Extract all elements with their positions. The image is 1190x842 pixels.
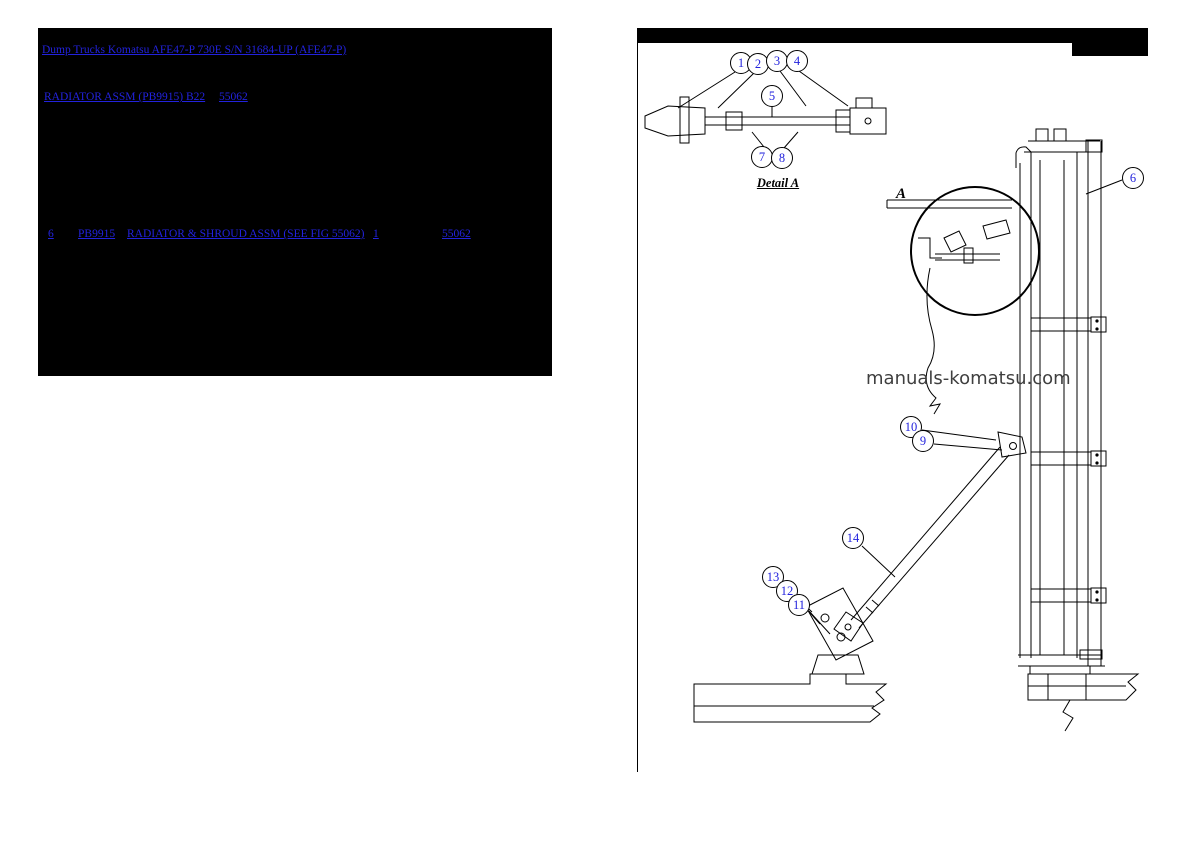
part-description-link[interactable]: RADIATOR & SHROUD ASSM (SEE FIG 55062) xyxy=(127,228,365,240)
part-fig-link[interactable]: 55062 xyxy=(442,228,471,240)
diagram-top-bar-right xyxy=(1072,43,1148,56)
figure-title-link[interactable]: RADIATOR ASSM (PB9915) B22 xyxy=(44,91,206,103)
callout-4[interactable]: 4 xyxy=(786,50,808,72)
callout-5[interactable]: 5 xyxy=(761,85,783,107)
callout-11[interactable]: 11 xyxy=(788,594,810,616)
figure-number-link[interactable]: 55062 xyxy=(219,91,248,103)
part-item-link[interactable]: 6 xyxy=(48,228,54,240)
callout-6[interactable]: 6 xyxy=(1122,167,1144,189)
parts-info-panel: Dump Trucks Komatsu AFE47-P 730E S/N 316… xyxy=(38,28,552,376)
breadcrumb-link[interactable]: Dump Trucks Komatsu AFE47-P 730E S/N 316… xyxy=(42,44,347,56)
part-number-link[interactable]: PB9915 xyxy=(78,228,116,240)
diagram-top-bar xyxy=(637,28,1148,43)
detail-circle-letter: A xyxy=(896,186,907,202)
part-qty-link[interactable]: 1 xyxy=(373,228,379,240)
diagram-left-border xyxy=(637,28,638,772)
callout-14[interactable]: 14 xyxy=(842,527,864,549)
watermark-text: manuals-komatsu.com xyxy=(866,368,1071,389)
detail-a-label: Detail A xyxy=(756,176,800,190)
callout-3[interactable]: 3 xyxy=(766,50,788,72)
callout-9[interactable]: 9 xyxy=(912,430,934,452)
callout-7[interactable]: 7 xyxy=(751,146,773,168)
callout-8[interactable]: 8 xyxy=(771,147,793,169)
